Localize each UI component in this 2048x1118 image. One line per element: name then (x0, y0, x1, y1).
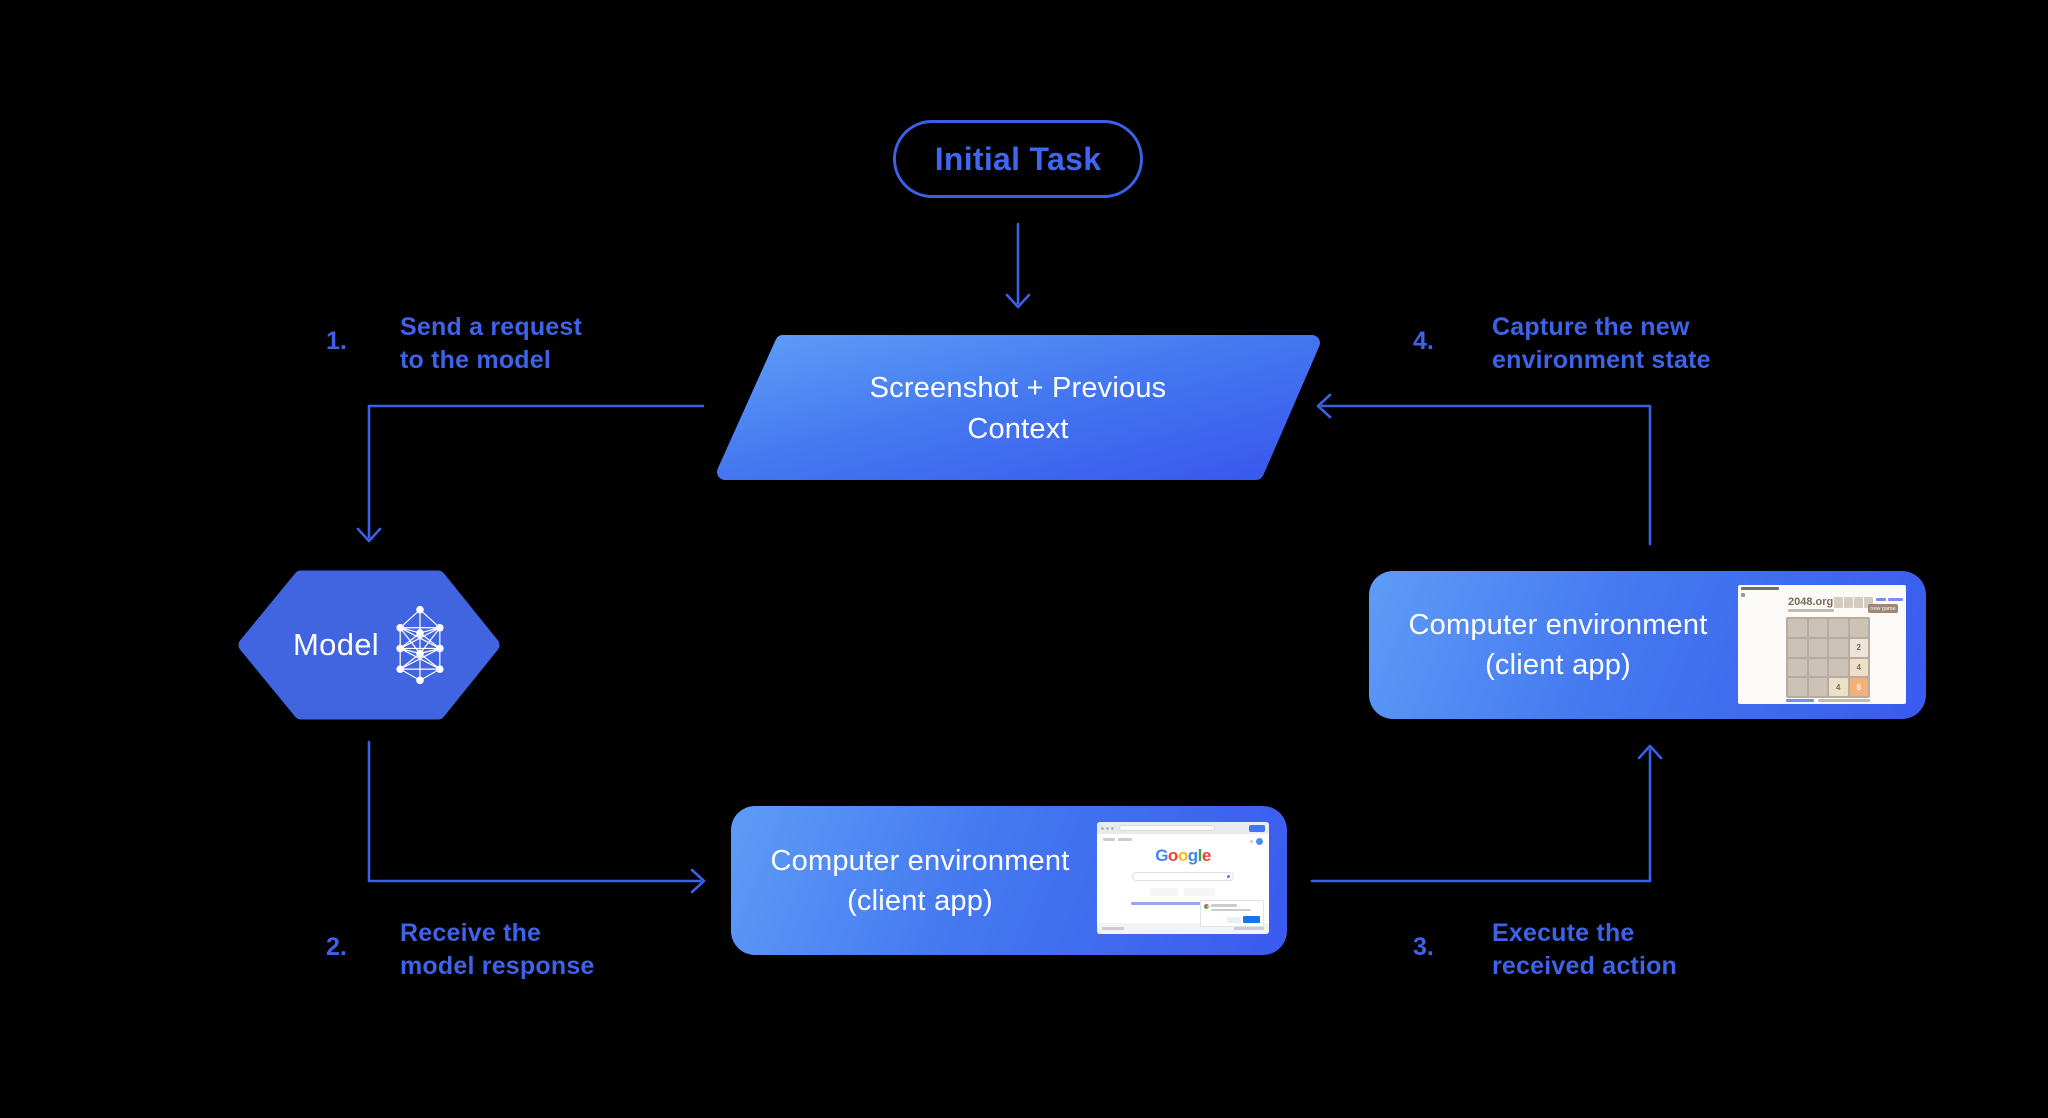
arrow-env-right-to-screenshot (1316, 393, 1652, 546)
browser-profile-chip (1249, 824, 1265, 832)
env-bottom-subtitle: (client app) (847, 884, 993, 917)
env-bottom-title: Computer environment (770, 844, 1070, 877)
env-right-title: Computer environment (1408, 609, 1708, 641)
google-search-button (1150, 888, 1179, 896)
step-3-line1: Execute the (1492, 919, 1635, 947)
google-avatar (1256, 838, 1263, 845)
new-game-button: new game (1868, 604, 1898, 613)
address-bar (1119, 825, 1215, 831)
arrow-model-to-env-bottom (367, 740, 706, 894)
browser-dialog (1200, 900, 1264, 927)
initial-task-node: Initial Task (893, 120, 1143, 198)
chrome-icon (1204, 904, 1209, 909)
model-hexagon-shape (238, 570, 500, 720)
step-3-number: 3. (1413, 933, 1434, 961)
env-right-text: Computer environment (client app) (1369, 571, 1747, 719)
step-2-line1: Receive the (400, 919, 542, 947)
step-1-label: Send a request to the model (400, 311, 582, 377)
env-right-subtitle: (client app) (1485, 649, 1631, 681)
google-offered-in-link (1131, 902, 1235, 905)
step-3-line2: received action (1492, 952, 1678, 980)
screenshot-context-shape (717, 335, 1320, 480)
model-node: Model (238, 570, 500, 720)
step-2-label: Receive the model response (400, 917, 595, 983)
google-footer (1097, 923, 1269, 934)
step-2-number: 2. (326, 933, 347, 961)
step-1-number: 1. (326, 327, 347, 355)
arrow-screenshot-to-model (356, 404, 705, 543)
dialog-primary-button (1243, 916, 1260, 923)
step-1-line2: to the model (400, 346, 552, 374)
env-bottom-text: Computer environment (client app) (731, 806, 1109, 955)
env-right-node: Computer environment (client app) 2048.o… (1369, 571, 1926, 719)
step-4-number: 4. (1413, 327, 1434, 355)
game-score-boxes (1834, 597, 1873, 608)
game-site-title: 2048.org (1788, 596, 1834, 608)
browser-screenshot-thumbnail: Google (1097, 822, 1269, 934)
arrow-env-bottom-to-env-right (1310, 744, 1663, 883)
screenshot-context-label-line2: Context (967, 413, 1069, 445)
google-logo: Google (1155, 846, 1211, 865)
step-1-line1: Send a request (400, 313, 583, 341)
model-label: Model (293, 627, 379, 662)
screenshot-context-label-line1: Screenshot + Previous (869, 372, 1167, 404)
screenshot-context-node: Screenshot + Previous Context (768, 344, 1268, 474)
step-3-label: Execute the received action (1492, 917, 1677, 983)
step-2-line2: model response (400, 952, 595, 980)
neural-network-icon (396, 605, 444, 685)
dialog-secondary-button (1227, 917, 1241, 923)
browser-toolbar (1097, 822, 1269, 834)
env-bottom-node: Computer environment (client app) Google (731, 806, 1287, 955)
google-search-box (1132, 872, 1234, 881)
google-buttons (1150, 888, 1216, 896)
arrow-initialtask-to-screenshot (1005, 222, 1031, 309)
step-4-label: Capture the new environment state (1492, 311, 1711, 377)
feeling-lucky-button (1183, 888, 1216, 896)
initial-task-label: Initial Task (934, 140, 1102, 177)
step-4-line1: Capture the new (1492, 313, 1690, 341)
step-4-line2: environment state (1492, 346, 1711, 374)
